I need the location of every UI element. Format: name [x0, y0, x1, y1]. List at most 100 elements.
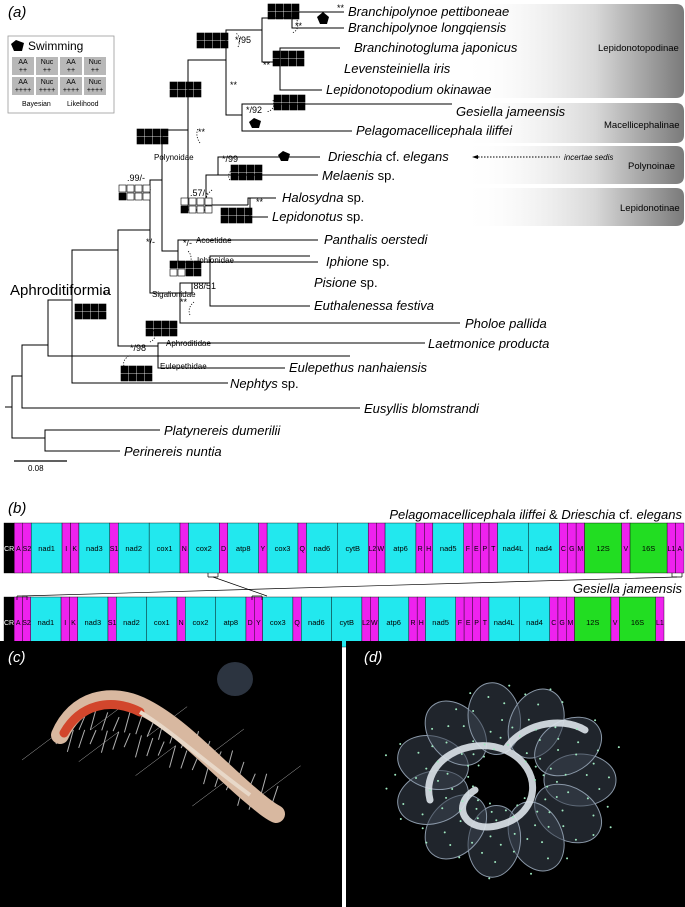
gene-d: D: [245, 596, 255, 648]
gene-l2: L2: [361, 596, 371, 648]
subfamily-lepidonotopodinae: Lepidonotopodinae: [598, 43, 679, 54]
svg-text:N: N: [182, 546, 187, 553]
gene-12s: 12S: [574, 596, 612, 648]
svg-text:A: A: [677, 546, 682, 553]
svg-text:P: P: [482, 546, 487, 553]
gene-q: Q: [292, 596, 302, 648]
taxon-levensteiniella-iris: Levensteiniella iris: [344, 61, 451, 76]
gene-cox1: cox1: [146, 596, 178, 648]
taxon-pholoe-pallida: Pholoe pallida: [465, 316, 547, 331]
taxon-pisione: Pisione sp.: [314, 275, 378, 290]
gene-e: E: [471, 522, 481, 574]
gene-f: F: [463, 522, 473, 574]
svg-text:E: E: [466, 620, 471, 627]
family-labels: Polynoidae Acoetidae Iphionidae Sigalion…: [152, 153, 234, 371]
support-5: */92: [246, 105, 262, 115]
legend-cell-support: ++: [19, 67, 27, 74]
gene-atp6: atp6: [384, 522, 417, 574]
svg-text:E: E: [474, 546, 479, 553]
support-grid: [273, 94, 306, 111]
swimming-mark-drieschia: [278, 151, 290, 161]
gene-cox3: cox3: [266, 522, 299, 574]
gene-c: C: [559, 522, 568, 574]
scale-bar-label: 0.08: [28, 464, 44, 473]
support-grid: [267, 3, 300, 20]
legend-cell-type: Nuc: [41, 59, 54, 66]
taxon-perinereis-nuntia: Perinereis nuntia: [124, 444, 222, 459]
support-7: **: [198, 127, 206, 137]
svg-text:N: N: [179, 620, 184, 627]
svg-text:nad4L: nad4L: [494, 618, 515, 627]
gene-v: V: [621, 522, 631, 574]
svg-text:nad2: nad2: [123, 618, 140, 627]
gene-cytb: cytB: [337, 522, 369, 574]
legend-cell-support: ++++: [63, 87, 79, 94]
panel-b-label: (b): [8, 500, 26, 517]
gene-12s: 12S: [584, 522, 622, 574]
gene-s1: S1: [109, 522, 119, 574]
svg-text:nad5: nad5: [440, 544, 457, 553]
tree-branches: [5, 11, 460, 452]
svg-text:cox3: cox3: [275, 544, 291, 553]
gene-atp8: atp8: [215, 596, 247, 648]
svg-text:D: D: [221, 546, 226, 553]
gene-s2: S2: [22, 522, 32, 574]
legend-cell-support: ++: [91, 67, 99, 74]
svg-text:Y: Y: [261, 546, 266, 553]
incertae-sedis-arrowhead: [472, 155, 478, 159]
gene-nad6: nad6: [306, 522, 338, 574]
svg-text:nad6: nad6: [314, 544, 331, 553]
svg-text:I: I: [64, 620, 66, 627]
worm-body: [51, 690, 285, 823]
svg-text:16S: 16S: [642, 544, 655, 553]
gene-c: C: [549, 596, 559, 648]
swimming-mark-gesiella: [249, 118, 261, 128]
svg-text:L1: L1: [667, 546, 675, 553]
gene-nad2: nad2: [118, 522, 150, 574]
gene-t: T: [488, 522, 498, 574]
support-grid: [180, 197, 213, 214]
svg-text:G: G: [559, 620, 564, 627]
legend-swimming: Swimming: [28, 39, 83, 53]
svg-text:L2: L2: [362, 620, 370, 627]
swimming-marks: [249, 9, 329, 161]
gene-cytb: cytB: [331, 596, 363, 648]
taxon-laetmonice-producta: Laetmonice producta: [428, 336, 549, 351]
gene-cox2: cox2: [185, 596, 216, 648]
svg-text:cytB: cytB: [339, 618, 354, 627]
gene-s1: S1: [107, 596, 117, 648]
gene-cox2: cox2: [188, 522, 220, 574]
gene-t: T: [480, 596, 490, 648]
svg-text:S1: S1: [108, 620, 117, 627]
gene-a: A: [675, 522, 685, 574]
svg-text:cox1: cox1: [157, 544, 173, 553]
svg-text:A: A: [16, 620, 21, 627]
swimming-mark-branchipolynoe: [317, 9, 329, 24]
taxon-nephtys: Nephtys sp.: [230, 376, 299, 391]
legend-likelihood: Likelihood: [67, 101, 99, 108]
support-15: */98: [130, 343, 146, 353]
svg-text:nad4L: nad4L: [502, 544, 523, 553]
taxon-lepidonotopodium-okinawae: Lepidonotopodium okinawae: [326, 82, 492, 97]
gene-16s: 16S: [619, 596, 656, 648]
support-12: */-: [146, 237, 155, 247]
legend-cells: AA++Nuc++AA++Nuc++AA++++Nuc++++AA++++Nuc…: [12, 57, 106, 95]
support-2: **: [295, 21, 303, 31]
gene-l1: L1: [666, 522, 676, 574]
support-grids: [74, 3, 306, 382]
gene-nad3: nad3: [77, 596, 109, 648]
subfamily-macellicephalinae: Macellicephalinae: [604, 120, 680, 131]
svg-text:nad4: nad4: [526, 618, 543, 627]
gene-nad6: nad6: [301, 596, 332, 648]
panel-a-label: (a): [8, 4, 26, 21]
support-grid: [169, 260, 202, 277]
support-grid: [118, 184, 151, 201]
svg-text:nad3: nad3: [84, 618, 101, 627]
family-eulepethidae: Eulepethidae: [160, 362, 207, 371]
gene-cr: CR: [3, 522, 15, 574]
support-1: **: [337, 3, 345, 13]
taxon-halosydna: Halosydna sp.: [282, 190, 364, 205]
taxon-eusyllis-blomstrandi: Eusyllis blomstrandi: [364, 401, 480, 416]
panel-d-label: (d): [364, 649, 382, 666]
